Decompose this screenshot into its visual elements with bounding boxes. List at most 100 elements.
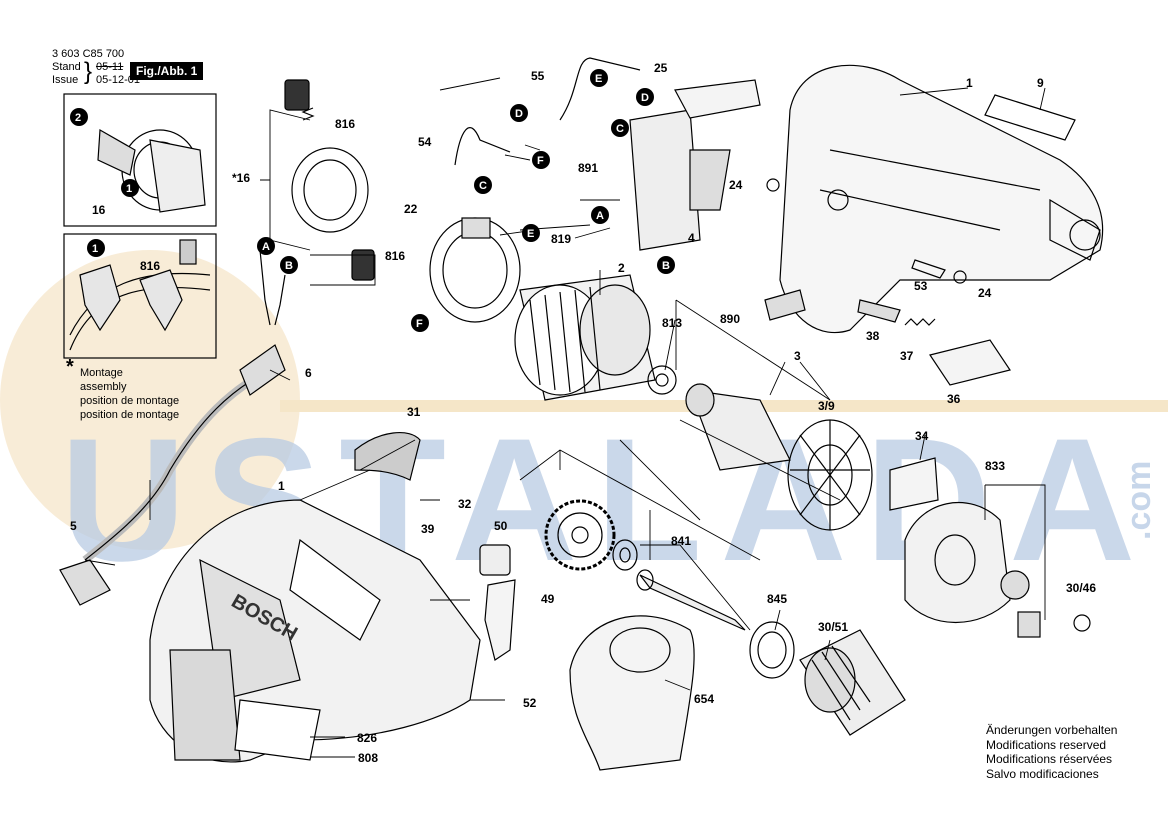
svg-text:D: D — [515, 108, 523, 120]
wire-55 — [559, 57, 641, 121]
callout-54: 54 — [418, 135, 432, 149]
callout-3: 3 — [794, 349, 801, 363]
callout-37: 37 — [900, 349, 914, 363]
callout-32: 32 — [458, 497, 472, 511]
badge-B-1: B — [280, 256, 298, 274]
gear-wheel — [544, 499, 638, 571]
badge-2-inset: 2 — [70, 108, 88, 126]
callout-890: 890 — [720, 312, 740, 326]
callout-808: 808 — [358, 751, 378, 765]
part-38 — [857, 299, 901, 323]
trigger — [354, 432, 421, 481]
callout-9: 9 — [1037, 76, 1044, 90]
assembly-star: * — [66, 356, 74, 378]
badge-D-2: D — [636, 88, 654, 106]
badge-D-1: D — [510, 104, 528, 122]
inset-box-2 — [63, 233, 217, 359]
part-36 — [929, 339, 1011, 386]
callout-891: 891 — [578, 161, 598, 175]
svg-text:E: E — [527, 228, 534, 240]
power-cable — [59, 249, 286, 606]
badge-F-2: F — [411, 314, 429, 332]
part-50 — [479, 544, 511, 576]
callout-50: 50 — [494, 519, 508, 533]
svg-text:C: C — [616, 123, 624, 135]
inset-brush-ring — [97, 129, 206, 213]
badge-B-2: B — [657, 256, 675, 274]
callout-36: 36 — [947, 392, 961, 406]
callout-841: 841 — [671, 534, 691, 548]
leader-lines — [84, 77, 1046, 758]
callout-654: 654 — [694, 692, 714, 706]
washer-24b — [953, 270, 967, 284]
issue-label: Issue — [52, 74, 79, 86]
badge-F-1: F — [532, 151, 550, 169]
callout-31: 31 — [407, 405, 421, 419]
brace: } — [84, 58, 93, 85]
callout-1-top: 1 — [966, 76, 973, 90]
callout-53: 53 — [914, 279, 928, 293]
svg-text:F: F — [537, 155, 544, 167]
callout-39: 39 — [421, 522, 435, 536]
callout-30-51: 30/51 — [818, 620, 848, 634]
watermark-suffix: .com — [1120, 461, 1158, 540]
motor-housing — [779, 64, 1104, 334]
badge-E-2: E — [522, 224, 540, 242]
badge-C-1: C — [474, 176, 492, 194]
drill-body: BOSCH — [149, 499, 481, 763]
svg-text:E: E — [595, 73, 602, 85]
svg-text:1: 1 — [126, 183, 132, 195]
callout-816-top: 816 — [335, 117, 355, 131]
callout-1-body: 1 — [278, 479, 285, 493]
badge-1-inset: 1 — [121, 179, 139, 197]
note-de: Änderungen vorbehalten — [986, 723, 1118, 737]
lever-49 — [484, 579, 516, 661]
svg-text:B: B — [662, 260, 670, 272]
brush-ring-housing — [429, 217, 521, 323]
callout-49: 49 — [541, 592, 555, 606]
callout-2: 2 — [618, 261, 625, 275]
switch — [629, 109, 731, 251]
callout-816-inset: 816 — [140, 259, 160, 273]
armature — [647, 365, 873, 531]
callout-16-star: *16 — [232, 171, 250, 185]
assembly-line-2: assembly — [80, 381, 127, 393]
stand-value: 05-11 — [96, 61, 124, 73]
spindle — [636, 569, 746, 631]
wire-54 — [454, 126, 511, 166]
callout-55: 55 — [531, 69, 545, 83]
badge-E-1: E — [590, 69, 608, 87]
gear-housing — [569, 615, 695, 771]
brush-holder-ring — [284, 79, 375, 281]
brush-plate-833 — [904, 502, 1041, 638]
callout-24a: 24 — [729, 178, 743, 192]
callout-25: 25 — [654, 61, 668, 75]
badge-C-2: C — [611, 119, 629, 137]
part-53 — [911, 259, 946, 279]
callout-24b: 24 — [978, 286, 992, 300]
modification-notes: Änderungen vorbehalten Modifications res… — [986, 723, 1117, 781]
note-fr: Modifications réservées — [986, 752, 1113, 766]
svg-text:C: C — [479, 180, 487, 192]
inset-brush-springs — [69, 239, 211, 351]
part-890 — [764, 289, 806, 321]
part-30-46 — [1073, 614, 1091, 632]
callout-16-inset: 16 — [92, 203, 106, 217]
callout-826: 826 — [357, 731, 377, 745]
callout-4: 4 — [688, 231, 695, 245]
part-number: 3 603 C85 700 — [52, 48, 125, 60]
washer-24a — [766, 178, 780, 192]
issue-value: 05-12-01 — [96, 74, 141, 86]
inset-box-1 — [63, 93, 217, 227]
callout-5: 5 — [70, 519, 77, 533]
assembly-line-4: position de montage — [80, 409, 180, 421]
callout-816-mid: 816 — [385, 249, 405, 263]
figure-label: Fig./Abb. 1 — [130, 62, 204, 80]
svg-text:1: 1 — [92, 243, 98, 255]
assembly-note: * Montage assembly position de montage p… — [66, 357, 180, 422]
note-es: Salvo modificaciones — [986, 766, 1099, 781]
svg-text:B: B — [285, 260, 293, 272]
